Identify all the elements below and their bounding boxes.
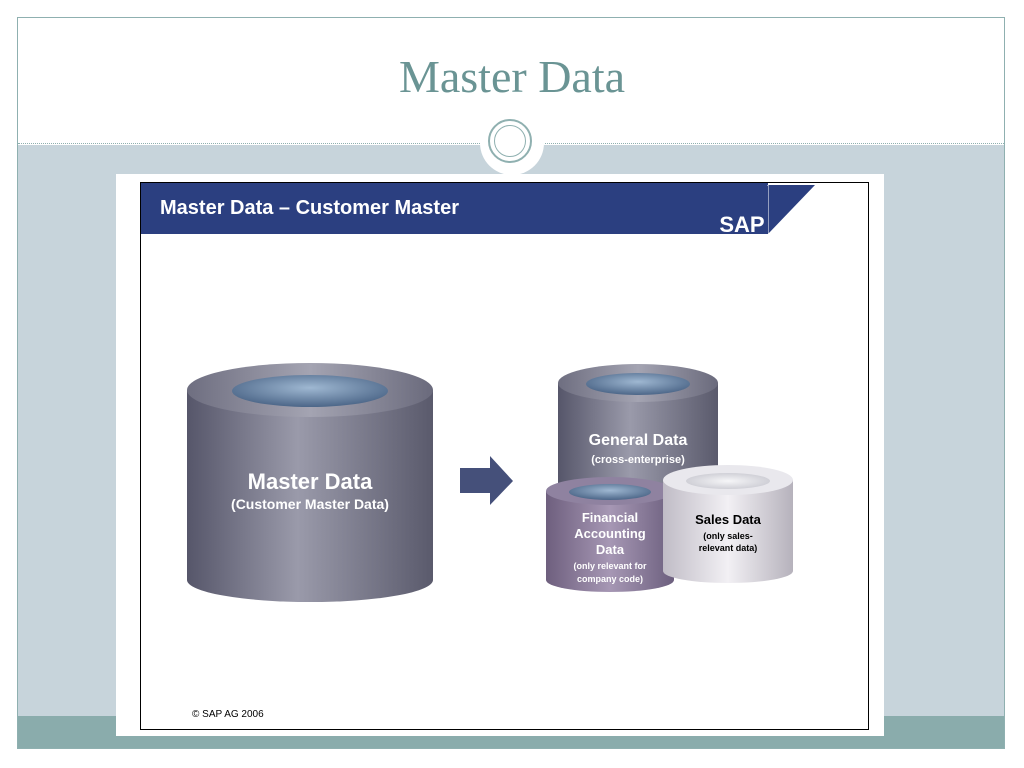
separator-ring-inner (494, 125, 526, 157)
master-data-cylinder (187, 363, 433, 602)
sap-logo: SAP (716, 186, 768, 237)
sales-data-note-line2: relevant data) (698, 543, 758, 553)
copyright-notice: © SAP AG 2006 (192, 709, 264, 720)
financial-data-label-line3: Data (595, 542, 625, 557)
master-data-sublabel: (Customer Master Data) (231, 496, 389, 512)
sales-data-cylinder (663, 465, 793, 583)
financial-data-label-line2: Accounting (574, 526, 646, 541)
slide-frame (17, 17, 1005, 749)
slide-title: Master Data (398, 51, 626, 102)
figure-header-title: Master Data – Customer Master (160, 197, 459, 219)
general-data-label: General Data (588, 432, 688, 449)
general-data-sublabel: (cross-enterprise) (591, 454, 685, 466)
financial-data-note-line2: company code) (576, 574, 643, 584)
financial-data-label-line1: Financial (581, 510, 639, 525)
figure-header-bar (141, 183, 815, 234)
sales-data-label: Sales Data (695, 512, 761, 527)
master-data-label: Master Data (247, 469, 373, 494)
figure-border (140, 182, 869, 730)
svg-text:SAP: SAP (719, 212, 764, 237)
financial-data-cylinder (546, 477, 674, 592)
arrow-right-icon (460, 456, 513, 505)
financial-data-note-line1: (only relevant for (573, 561, 647, 571)
sales-data-note-line1: (only sales- (703, 531, 753, 541)
